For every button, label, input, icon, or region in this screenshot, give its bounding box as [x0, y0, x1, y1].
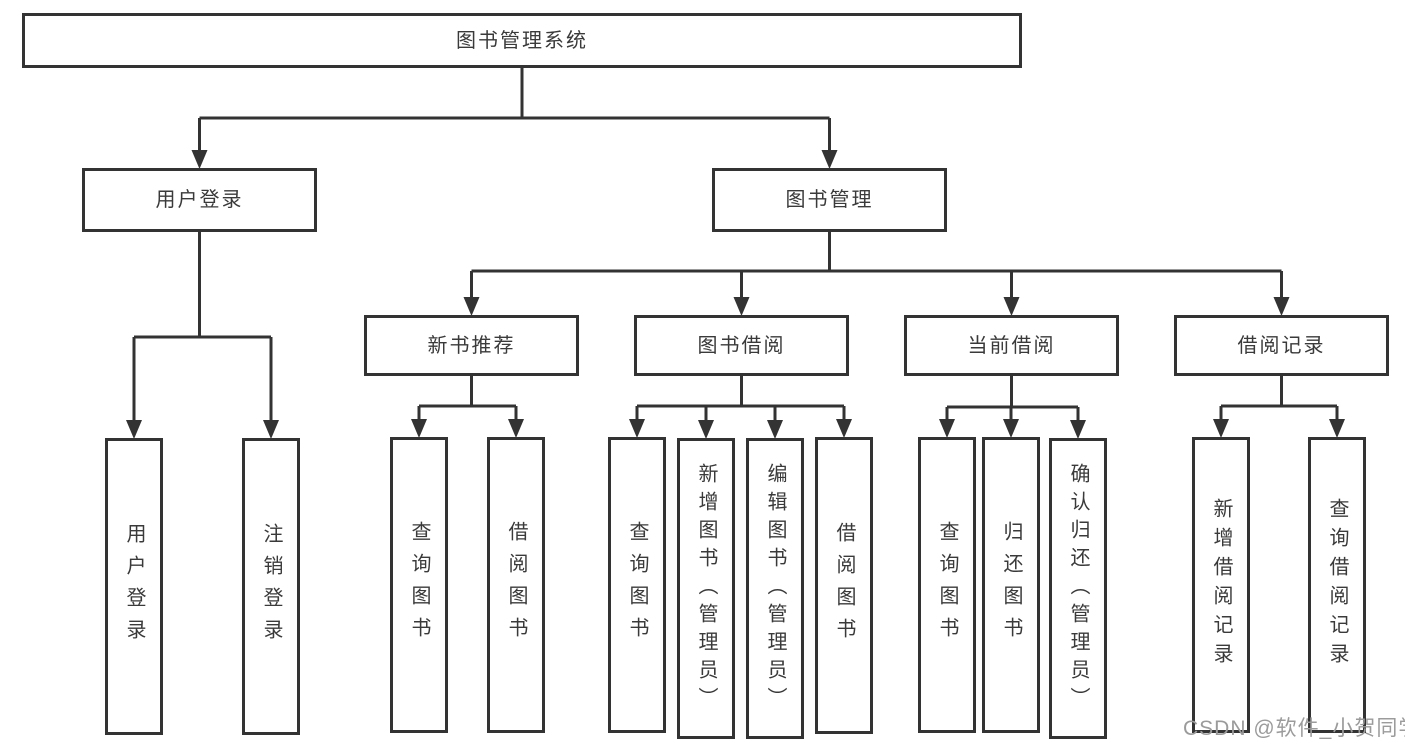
- node-leaf-borrow-book-1: 借阅图书: [487, 437, 545, 733]
- node-leaf-add-book: 新增图书（管理员）: [677, 438, 735, 739]
- arrowhead-icon: [698, 420, 714, 439]
- arrowhead-icon: [767, 420, 783, 439]
- connector-from-book-mgmt: [470, 232, 1283, 301]
- node-label-leaf-confirm-return: 确认归还（管理员）: [1067, 462, 1089, 715]
- node-label-leaf-query-book-1: 查询图书: [408, 521, 430, 649]
- connector-from-user-login: [132, 232, 273, 424]
- arrowhead-icon: [1003, 419, 1019, 438]
- node-label-current-borrow: 当前借阅: [967, 334, 1056, 357]
- node-leaf-borrow-book-2: 借阅图书: [815, 437, 873, 734]
- connector-from-book-borrow: [635, 376, 846, 424]
- node-leaf-edit-book: 编辑图书（管理员）: [746, 438, 804, 739]
- node-leaf-user-login: 用户登录: [105, 438, 163, 735]
- arrowhead-icon: [411, 419, 427, 438]
- arrowhead-icon: [733, 297, 750, 316]
- watermark: CSDN @软件_小贺同学: [1183, 717, 1405, 740]
- node-label-book-mgmt: 图书管理: [785, 189, 874, 211]
- node-label-leaf-user-login: 用户登录: [123, 522, 145, 651]
- arrowhead-icon: [1213, 419, 1229, 438]
- node-label-leaf-borrow-book-2: 借阅图书: [833, 521, 855, 650]
- node-leaf-confirm-return: 确认归还（管理员）: [1049, 438, 1107, 739]
- node-user-login: 用户登录: [82, 168, 317, 232]
- node-leaf-query-book-1: 查询图书: [390, 437, 448, 733]
- node-label-leaf-edit-book: 编辑图书（管理员）: [764, 462, 786, 715]
- node-label-leaf-add-book: 新增图书（管理员）: [695, 462, 717, 715]
- arrowhead-icon: [836, 419, 852, 438]
- arrowhead-icon: [191, 150, 208, 169]
- arrowhead-icon: [263, 420, 279, 439]
- node-label-leaf-query-record: 查询借阅记录: [1326, 498, 1348, 672]
- node-label-user-login: 用户登录: [155, 189, 244, 211]
- node-book-borrow: 图书借阅: [634, 315, 849, 376]
- connector-from-current-borrow: [945, 376, 1080, 424]
- node-leaf-logout: 注销登录: [242, 438, 300, 735]
- connector-from-new-book-rec: [417, 376, 518, 423]
- node-label-leaf-logout: 注销登录: [260, 522, 282, 651]
- node-label-leaf-query-book-3: 查询图书: [936, 521, 958, 649]
- node-label-leaf-return-book: 归还图书: [1000, 521, 1022, 649]
- arrowhead-icon: [1003, 297, 1020, 316]
- connector-from-borrow-record: [1219, 376, 1339, 423]
- node-leaf-query-book-2: 查询图书: [608, 437, 666, 733]
- arrowhead-icon: [1329, 419, 1345, 438]
- arrowhead-icon: [821, 150, 838, 169]
- connector-from-root: [198, 68, 831, 154]
- node-label-leaf-add-record: 新增借阅记录: [1210, 498, 1232, 672]
- node-label-borrow-record: 借阅记录: [1237, 334, 1326, 357]
- arrowhead-icon: [508, 419, 524, 438]
- arrowhead-icon: [939, 419, 955, 438]
- arrowhead-icon: [463, 297, 480, 316]
- node-leaf-add-record: 新增借阅记录: [1192, 437, 1250, 733]
- node-label-book-borrow: 图书借阅: [697, 334, 786, 357]
- node-label-root: 图书管理系统: [456, 29, 588, 52]
- node-leaf-query-book-3: 查询图书: [918, 437, 976, 733]
- node-label-leaf-query-book-2: 查询图书: [626, 521, 648, 649]
- node-borrow-record: 借阅记录: [1174, 315, 1389, 376]
- arrowhead-icon: [629, 419, 645, 438]
- node-label-leaf-borrow-book-1: 借阅图书: [505, 521, 527, 649]
- node-book-mgmt: 图书管理: [712, 168, 947, 232]
- node-leaf-query-record: 查询借阅记录: [1308, 437, 1366, 733]
- arrowhead-icon: [126, 420, 142, 439]
- arrowhead-icon: [1273, 297, 1290, 316]
- node-label-new-book-rec: 新书推荐: [427, 334, 516, 357]
- arrowhead-icon: [1070, 420, 1086, 439]
- node-leaf-return-book: 归还图书: [982, 437, 1040, 733]
- node-root: 图书管理系统: [22, 13, 1022, 68]
- node-new-book-rec: 新书推荐: [364, 315, 579, 376]
- node-current-borrow: 当前借阅: [904, 315, 1119, 376]
